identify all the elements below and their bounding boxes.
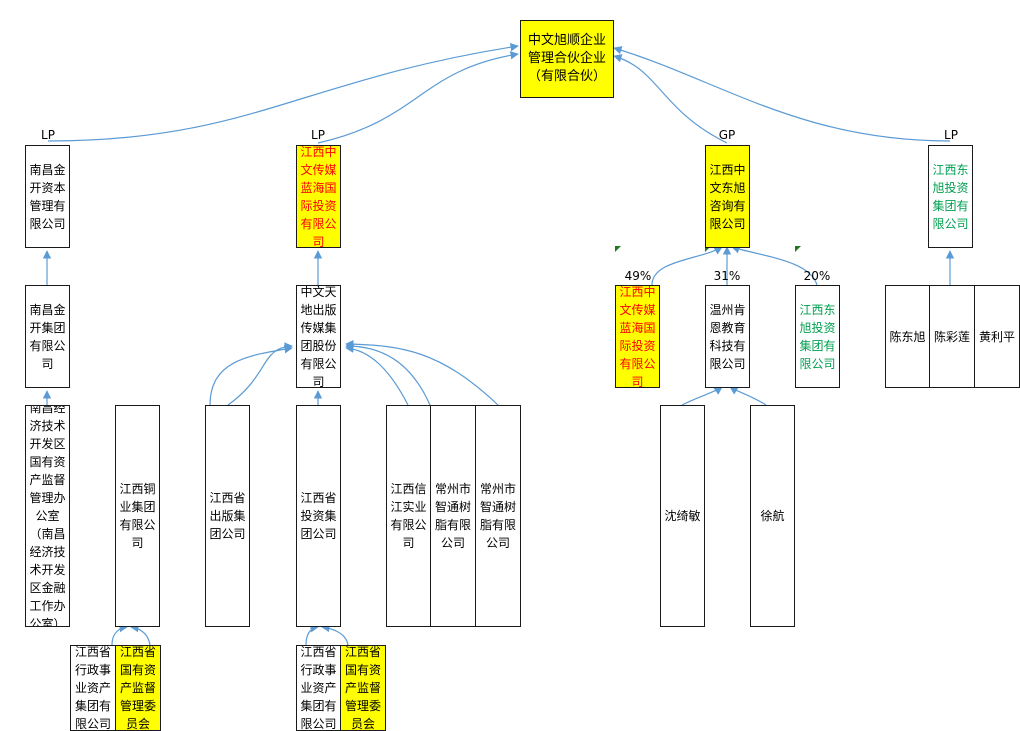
node-changzhou-zhitong: 常州市智通树脂有限公司 — [430, 405, 476, 627]
node-jx-sasac: 江西省国有资产监督管理委员会 — [115, 645, 161, 731]
node-jx-xinjiang: 江西信江实业有限公司 — [386, 405, 431, 627]
edge-admin1-copper — [111, 623, 128, 646]
edge-xinjiang-tiandi — [345, 344, 409, 406]
edge-cz1-tiandi — [345, 341, 431, 406]
edge-admin2-invest — [305, 624, 319, 646]
node-nanchang-capital: 南昌金开资本管理有限公司 — [25, 145, 70, 248]
edge-sasac1-copper — [130, 623, 151, 646]
comment-marker-icon — [705, 246, 711, 252]
percent-label: 49% — [624, 269, 652, 283]
node-dongxu-consulting: 江西中文东旭咨询有限公司 — [705, 145, 750, 248]
edge-publish-tiandi — [227, 342, 293, 406]
edge-shen-kenen — [681, 386, 723, 406]
role-label-lp: LP — [41, 128, 55, 142]
node-wenzhou-kenen: 温州肯恩教育科技有限公司 — [705, 285, 750, 388]
node-jx-media-investment: 江西中文传媒蓝海国际投资有限公司 — [296, 145, 341, 248]
node-jx-investment-group: 江西省投资集团公司 — [296, 405, 341, 627]
edge-cz2-tiandi — [345, 339, 499, 406]
node-changzhou-zhitong: 常州市智通树脂有限公司 — [475, 405, 521, 627]
node-jx-publishing: 江西省出版集团公司 — [205, 405, 250, 627]
node-jx-admin-assets: 江西省行政事业资产集团有限公司 — [296, 645, 341, 731]
edge-xu-kenen — [729, 386, 767, 406]
node-dongxu-investment: 江西东旭投资集团有限公司 — [795, 285, 840, 388]
edge-sasac2-invest — [321, 623, 349, 646]
node-dongxu-investment: 江西东旭投资集团有限公司 — [928, 145, 973, 248]
node-zhongwen-tiandi: 中文天地出版传媒集团股份有限公司 — [296, 285, 341, 388]
node-nanchang-group: 南昌金开集团有限公司 — [25, 285, 70, 388]
node-nanchang-office: 南昌经济技术开发区国有资产监督管理办公室（南昌经济技术开发区金融工作办公室） — [25, 405, 70, 627]
edge-jxmedia2-dx — [651, 246, 723, 286]
role-label-gp: GP — [718, 128, 736, 142]
node-person: 沈绮敏 — [660, 405, 705, 627]
role-label-lp: LP — [944, 128, 958, 142]
node-jx-admin-assets: 江西省行政事业资产集团有限公司 — [70, 645, 116, 731]
percent-label: 20% — [803, 269, 831, 283]
node-jx-media-investment: 江西中文传媒蓝海国际投资有限公司 — [615, 285, 660, 388]
edge-copper-tiandi — [209, 345, 293, 406]
node-person: 黄利平 — [974, 285, 1020, 388]
percent-label: 31% — [713, 269, 741, 283]
node-top-partnership: 中文旭顺企业管理合伙企业（有限合伙） — [520, 20, 614, 98]
node-person: 陈东旭 — [885, 285, 930, 388]
node-jx-sasac: 江西省国有资产监督管理委员会 — [340, 645, 386, 731]
edge-gp-top — [613, 54, 728, 144]
node-person: 陈彩莲 — [929, 285, 975, 388]
node-person: 徐航 — [750, 405, 795, 627]
edge-lp3-top — [613, 46, 951, 142]
role-label-lp: LP — [311, 128, 325, 142]
comment-marker-icon — [795, 246, 801, 252]
edge-lp2-top — [317, 51, 519, 144]
edge-dxinv2-dx — [731, 245, 818, 286]
comment-marker-icon — [615, 246, 621, 252]
node-jx-copper: 江西铜业集团有限公司 — [115, 405, 160, 627]
edge-lp1-top — [47, 43, 519, 142]
